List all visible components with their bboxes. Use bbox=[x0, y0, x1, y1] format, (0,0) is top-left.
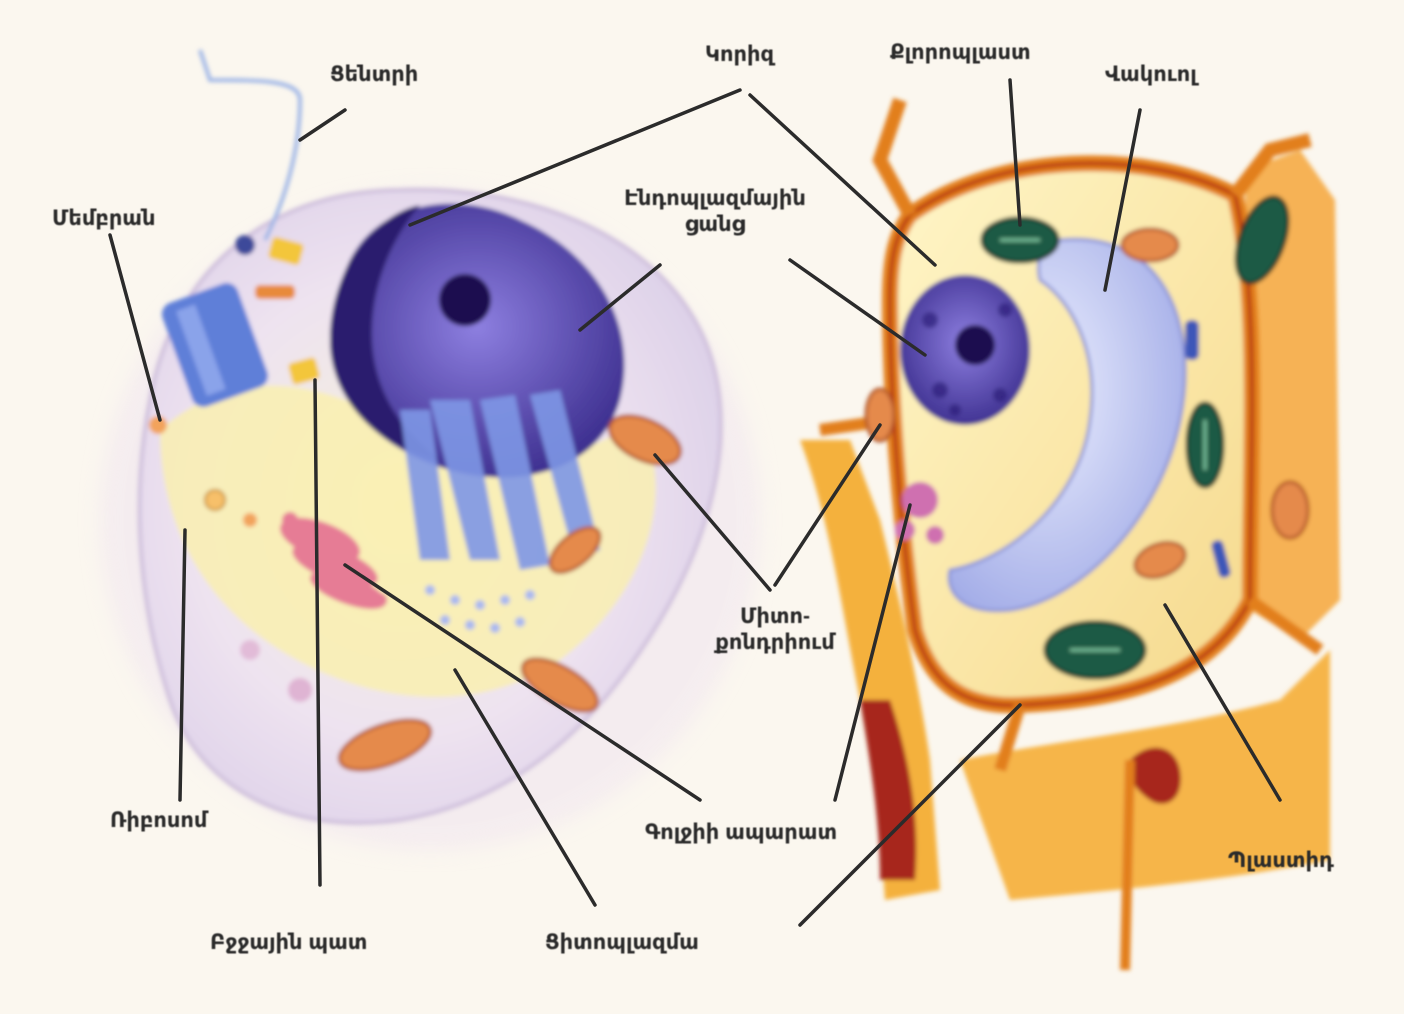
label-er: Էնդոպլազմային ցանց bbox=[600, 186, 830, 238]
label-nucleus: Կորիզ bbox=[705, 42, 774, 68]
label-cytoplasm: Ցիտոպլազմա bbox=[545, 930, 699, 956]
label-golgi: Գոլջիի ապարատ bbox=[645, 820, 837, 846]
plant-wall-stem bbox=[1125, 760, 1130, 970]
label-er-line2: ցանց bbox=[600, 212, 830, 238]
label-mitochondria: Միտո- քոնդրիում bbox=[700, 604, 850, 656]
label-mitochondria-line2: քոնդրիում bbox=[700, 630, 850, 656]
leader-centriole bbox=[300, 110, 345, 140]
label-plastid: Պլաստիդ bbox=[1228, 848, 1334, 874]
plant-cell bbox=[800, 100, 1340, 970]
label-cell-wall: Բջջային պատ bbox=[210, 930, 367, 956]
label-mitochondria-line1: Միտո- bbox=[700, 604, 850, 630]
label-vacuole: Վակուոլ bbox=[1105, 62, 1197, 88]
label-er-line1: Էնդոպլազմային bbox=[600, 186, 830, 212]
animal-nucleolus bbox=[439, 274, 491, 326]
plant-wall-top-left bbox=[880, 100, 910, 215]
label-chloroplast: Քլորոպլաստ bbox=[890, 40, 1031, 66]
label-cell-membrane: Մեմբրան bbox=[52, 206, 156, 232]
label-ribosome: Ռիբոսոմ bbox=[110, 808, 207, 834]
leader-nucleus-plant bbox=[750, 95, 935, 265]
label-centriole: Ցենտրի bbox=[330, 62, 418, 88]
plant-nucleolus bbox=[955, 325, 995, 365]
animal-cilium bbox=[200, 50, 300, 240]
